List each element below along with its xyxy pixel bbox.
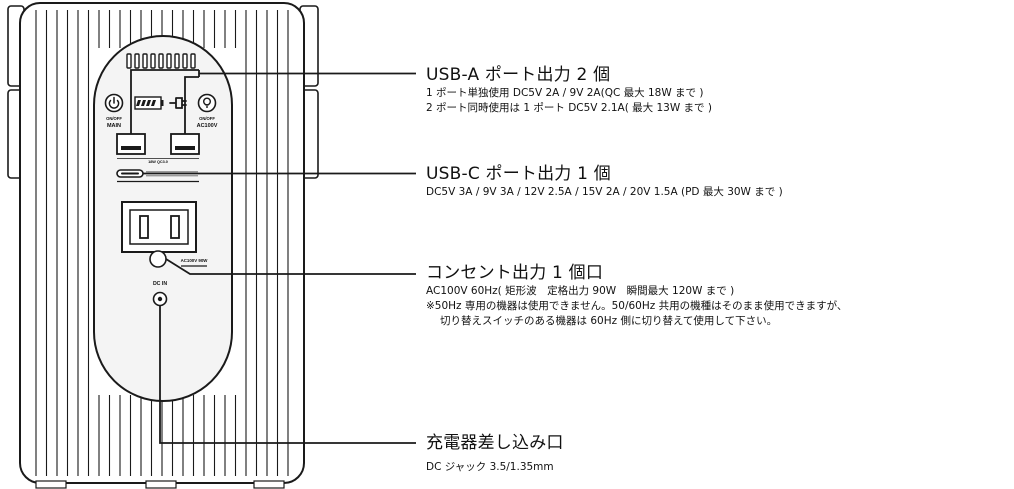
callout-ac-outlet-heading: コンセント出力 1 個口 [426, 263, 604, 283]
callout-dc-in-line-1: DC ジャック 3.5/1.35mm [426, 461, 554, 473]
usb-a-port-2 [170, 133, 200, 155]
callout-ac-outlet-line-2: ※50Hz 専用の機器は使用できません。50/60Hz 共用の機種はそのまま使用… [426, 300, 848, 312]
foot-right [253, 480, 285, 489]
battery-level-icon [134, 96, 164, 110]
callout-usb-a-heading: USB-A ポート出力 2 個 [426, 65, 611, 85]
callout-usb-c: USB-C ポート出力 1 個 DC5V 3A / 9V 3A / 12V 2.… [426, 163, 783, 200]
leader-ac-outlet [165, 258, 416, 275]
bulb-icon [202, 97, 211, 108]
foot-mid [145, 480, 177, 489]
ac-power-button [197, 93, 217, 113]
callout-usb-a-line-1: 1 ポート単独使用 DC5V 2A / 9V 2A(QC 最大 18W まで ) [426, 87, 704, 99]
vent-slots [126, 53, 196, 69]
usb-a-port-1 [116, 133, 146, 155]
ac-outlet-label: AC100V 90W [181, 258, 209, 263]
usb-a-label: 18W QC3.0 [148, 160, 168, 164]
callout-dc-in: 充電器差し込み口 DC ジャック 3.5/1.35mm [426, 432, 564, 475]
callout-usb-c-line-1: DC5V 3A / 9V 3A / 12V 2.5A / 15V 2A / 20… [426, 186, 783, 198]
body-ribs [35, 10, 289, 476]
power-icon [108, 96, 120, 109]
ac-indicator-circle [149, 250, 167, 268]
callout-leaders [130, 69, 416, 444]
ac-outlet [121, 201, 197, 253]
callout-ac-outlet-line-1: AC100V 60Hz( 矩形波 定格出力 90W 瞬間最大 120W まで ) [426, 285, 735, 297]
callout-usb-a: USB-A ポート出力 2 個 1 ポート単独使用 DC5V 2A / 9V 2… [426, 64, 712, 116]
main-switch-label-bottom: MAIN [107, 123, 121, 129]
callout-usb-a-line-2: 2 ポート同時使用は 1 ポート DC5V 2.1A( 最大 13W まで ) [426, 102, 712, 114]
ac-switch-label-bottom: AC100V [197, 123, 218, 129]
callout-ac-outlet-line-3: 切り替えスイッチのある機器は 60Hz 側に切り替えて使用して下さい。 [440, 315, 778, 327]
main-power-button [104, 93, 124, 113]
plug-icon [169, 97, 187, 109]
ac-switch-label-top: ON/OFF [199, 116, 215, 121]
callout-dc-in-heading: 充電器差し込み口 [426, 433, 564, 453]
usb-c-port [116, 169, 199, 183]
dc-in-label: DC IN [153, 281, 167, 287]
leader-usb-a [130, 69, 199, 134]
foot-left [35, 480, 67, 489]
callout-usb-c-heading: USB-C ポート出力 1 個 [426, 164, 611, 184]
main-switch-label-top: ON/OFF [106, 116, 122, 121]
dc-in-jack [152, 291, 168, 307]
leader-dc-in [159, 305, 416, 444]
callout-ac-outlet: コンセント出力 1 個口 AC100V 60Hz( 矩形波 定格出力 90W 瞬… [426, 262, 847, 329]
